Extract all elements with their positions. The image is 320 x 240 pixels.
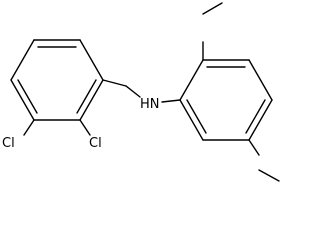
bond-ring-to-cl-lower [79, 119, 91, 136]
bond-ring-to-ch2 [102, 79, 127, 87]
bond-c5-c6 [10, 79, 35, 121]
bond-ch2-to-nh [125, 85, 141, 98]
dimethoxyphenyl-ring [179, 59, 273, 141]
bond-o-bottom-to-methyl [258, 169, 280, 182]
dichlorophenyl-ring [10, 39, 104, 121]
bond-inner-d-left [186, 99, 207, 134]
bond-c2-c3 [79, 39, 104, 81]
bond-d1-d2 [179, 59, 204, 101]
bond-c6-c1 [10, 39, 35, 81]
bond-d3-d4 [248, 59, 273, 101]
bond-ring-to-cl-upper [23, 119, 35, 136]
amine-label: HN [140, 97, 160, 112]
chlorine-label-right: Cl [89, 136, 102, 151]
bond-o-top-to-methyl [202, 2, 223, 15]
bond-ring-to-o-bottom [248, 139, 260, 156]
molecule-structure: Cl Cl HN [2, 2, 280, 182]
chlorine-label-left: Cl [2, 136, 15, 151]
bond-d4-d5 [248, 99, 273, 141]
bond-inner-right [76, 79, 97, 114]
bond-nh-to-ring [161, 99, 181, 103]
bond-d6-d1 [179, 99, 204, 141]
bond-inner-left [17, 79, 38, 114]
bond-c3-c4 [79, 79, 104, 121]
bond-inner-d-right [245, 99, 266, 134]
